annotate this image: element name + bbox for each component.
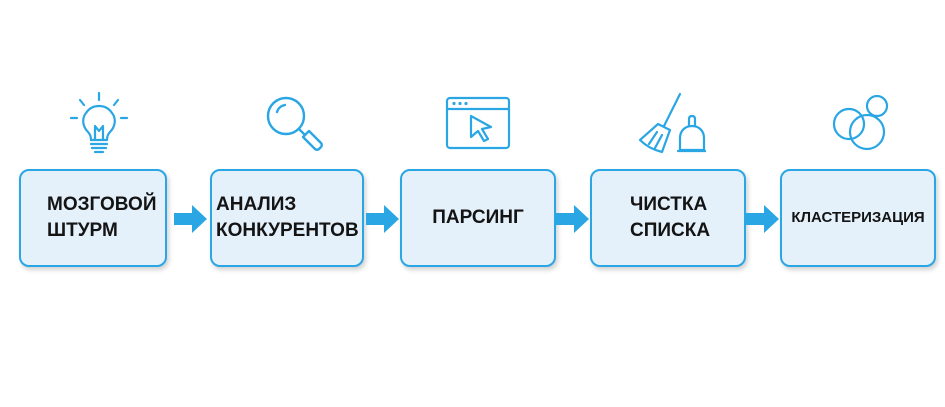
step-box-competitor-analysis: АНАЛИЗ КОНКУРЕНТОВ bbox=[210, 169, 364, 267]
step-label-list-cleaning: ЧИСТКА СПИСКА bbox=[630, 194, 711, 241]
magnifier-icon bbox=[258, 88, 328, 158]
step-box-list-cleaning: ЧИСТКА СПИСКА bbox=[590, 169, 746, 267]
bubbles-icon bbox=[827, 88, 897, 158]
arrow-right-icon bbox=[556, 204, 590, 234]
arrow-right-icon bbox=[366, 204, 400, 234]
step-label-clustering: КЛАСТЕРИЗАЦИЯ bbox=[791, 208, 925, 226]
step-box-brainstorm: МОЗГОВОЙ ШТУРМ bbox=[19, 169, 167, 267]
step-box-parsing: ПАРСИНГ bbox=[400, 169, 556, 267]
step-box-clustering: КЛАСТЕРИЗАЦИЯ bbox=[780, 169, 936, 267]
broom-dustpan-icon bbox=[636, 88, 706, 158]
browser-cursor-icon bbox=[443, 88, 513, 158]
step-label-parsing: ПАРСИНГ bbox=[432, 207, 524, 229]
arrow-right-icon bbox=[174, 204, 208, 234]
lightbulb-icon bbox=[64, 88, 134, 158]
arrow-right-icon bbox=[746, 204, 780, 234]
step-label-brainstorm: МОЗГОВОЙ ШТУРМ bbox=[47, 194, 157, 241]
step-label-competitor-analysis: АНАЛИЗ КОНКУРЕНТОВ bbox=[216, 194, 359, 241]
